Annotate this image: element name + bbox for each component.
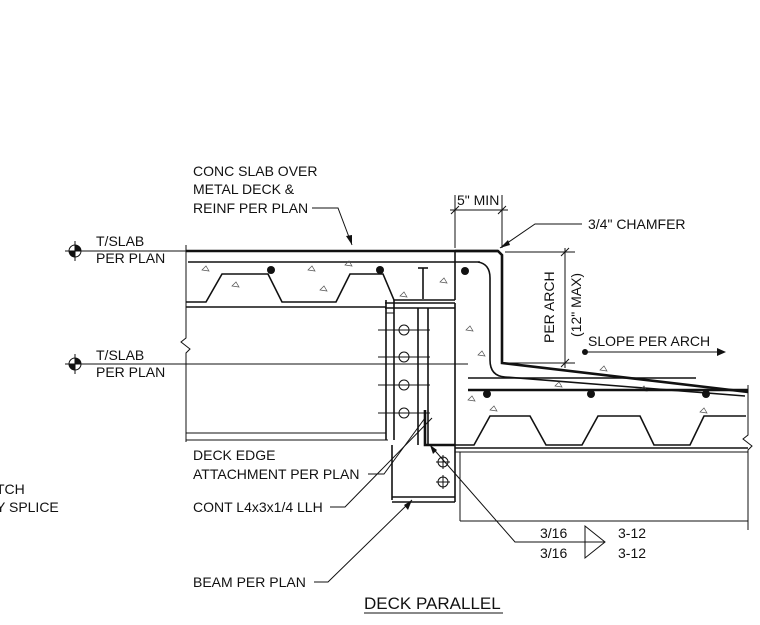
weld-bottom-size: 3/16 [540,545,567,561]
leaders [312,207,726,583]
label-conc-slab-1: CONC SLAB OVER [193,163,317,179]
label-slope: SLOPE PER ARCH [588,333,710,349]
label-tslab-lower-2: PER PLAN [96,364,165,380]
weld-bottom-length: 3-12 [618,545,646,561]
label-tch: TCH [0,481,25,497]
label-tslab-upper-2: PER PLAN [96,250,165,266]
lower-slab [455,377,753,530]
annotations: CONC SLAB OVER METAL DECK & REINF PER PL… [0,163,710,614]
height-dimension [505,247,575,368]
label-chamfer: 3/4" CHAMFER [588,216,686,232]
label-min-dim: 5" MIN [457,192,499,208]
steel-beam [385,302,456,503]
left-break-line [180,245,191,442]
label-beam: BEAM PER PLAN [193,574,306,590]
label-conc-slab-3: REINF PER PLAN [193,200,308,216]
label-conc-slab-2: METAL DECK & [193,181,295,197]
beam-web-left [186,300,430,441]
label-tslab-lower-1: T/SLAB [96,347,144,363]
label-deck-edge-1: DECK EDGE [193,447,275,463]
label-splice: Y SPLICE [0,499,59,515]
min-dimension [450,195,508,248]
label-angle: CONT L4x3x1/4 LLH [193,499,323,515]
label-deck-edge-2: ATTACHMENT PER PLAN [193,466,359,482]
weld-top-size: 3/16 [540,525,567,541]
drawing-title: DECK PARALLEL [364,594,501,613]
weld-top-length: 3-12 [618,525,646,541]
level-marker-lower [65,354,468,374]
label-tslab-upper-1: T/SLAB [96,233,144,249]
upper-slab [186,249,498,308]
label-per-arch: PER ARCH [541,271,557,343]
level-marker-upper [65,241,186,261]
label-max-dim: (12" MAX) [568,273,584,337]
curb-step [454,249,749,414]
